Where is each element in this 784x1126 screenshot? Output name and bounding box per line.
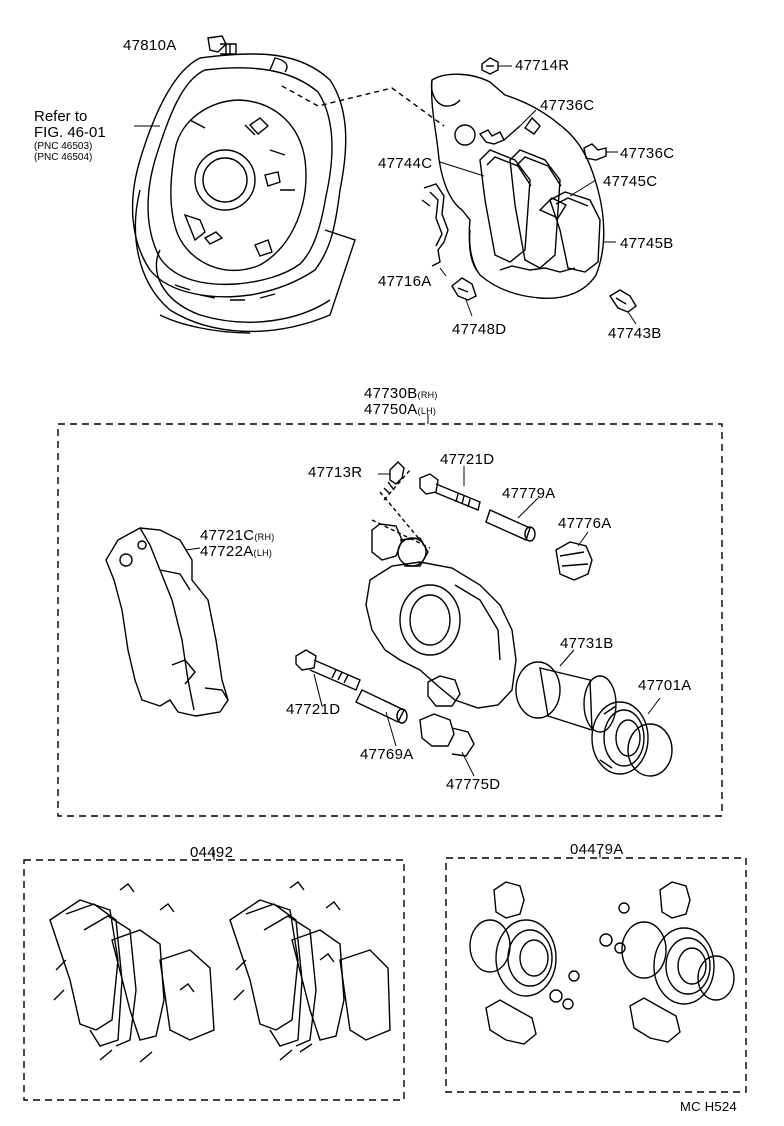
connector-dashed [281,85,445,127]
caliper-body [365,523,517,709]
pad-kit-drawing [49,881,391,1063]
label-47731B: 47731B [560,635,614,652]
label-47722A-suffix: (LH) [253,548,273,558]
label-47722A: 47722A(LH) [200,544,272,559]
label-47730B: 47730B(RH) [364,386,438,401]
label-47714R: 47714R [515,57,570,74]
label-04492: 04492 [190,844,234,861]
seal-kit-box [445,857,747,1093]
bolt-47721D-lower [295,649,361,691]
label-47736C-b: 47736C [620,145,675,162]
label-47722A-number: 47722A [200,543,254,560]
bolt-47810A [207,35,237,55]
label-47721C-number: 47721C [200,527,255,544]
boot-47775D [419,713,475,757]
anti-squeal-spring-47716A [421,183,449,267]
piston-47731B [515,661,617,733]
label-47769A: 47769A [360,746,414,763]
label-47744C: 47744C [378,155,433,172]
clip-47748D [451,277,477,301]
label-47750A: 47750A(LH) [364,402,436,417]
boot-seal-47701A [591,701,673,777]
label-47745B: 47745B [620,235,674,252]
clip-47743B [609,289,637,313]
label-47736C-a: 47736C [540,97,595,114]
seal-kit-drawing [469,881,735,1045]
reference-note: Refer to FIG. 46-01 (PNC 46503) (PNC 465… [34,109,106,164]
label-47730B-suffix: (RH) [417,390,438,400]
label-47701A: 47701A [638,677,692,694]
label-47721C-suffix: (RH) [254,532,275,542]
label-47750A-suffix: (LH) [417,406,437,416]
reference-pnc2: (PNC 46504) [34,152,93,163]
clip-47736C-b [583,143,607,161]
leaders-top [134,65,637,325]
bleeder-47713R [371,461,431,549]
label-47730B-number: 47730B [364,385,418,402]
reference-line1: Refer to [34,108,88,125]
backing-plate-drawing [131,53,356,334]
reference-pnc1: (PNC 46503) [34,140,93,152]
label-47721D-lower: 47721D [286,701,341,718]
label-47775D: 47775D [446,776,501,793]
pin-47779A [485,509,536,542]
label-47743B: 47743B [608,325,662,342]
label-47721C: 47721C(RH) [200,528,275,543]
label-04479A: 04479A [570,841,624,858]
diagram-code: MC H524 [680,1099,738,1114]
label-47779A: 47779A [502,485,556,502]
label-47748D: 47748D [452,321,507,338]
label-47810A: 47810A [123,37,177,54]
reference-line2: FIG. 46-01 [34,123,106,141]
pad-kit-box [23,859,405,1101]
knuckle-pad-drawing [430,73,605,299]
label-47721D-upper: 47721D [440,451,495,468]
label-47776A: 47776A [558,515,612,532]
boot-47776A [555,541,593,581]
label-47713R: 47713R [308,464,363,481]
clip-47736C-a [478,125,521,145]
label-47750A-number: 47750A [364,401,418,418]
label-47745C: 47745C [603,173,658,190]
label-47716A: 47716A [378,273,432,290]
pin-47769A [355,689,408,724]
plug-47714R [481,57,499,75]
bolt-47721D-upper [419,473,481,511]
leaders-caliper [185,466,661,777]
